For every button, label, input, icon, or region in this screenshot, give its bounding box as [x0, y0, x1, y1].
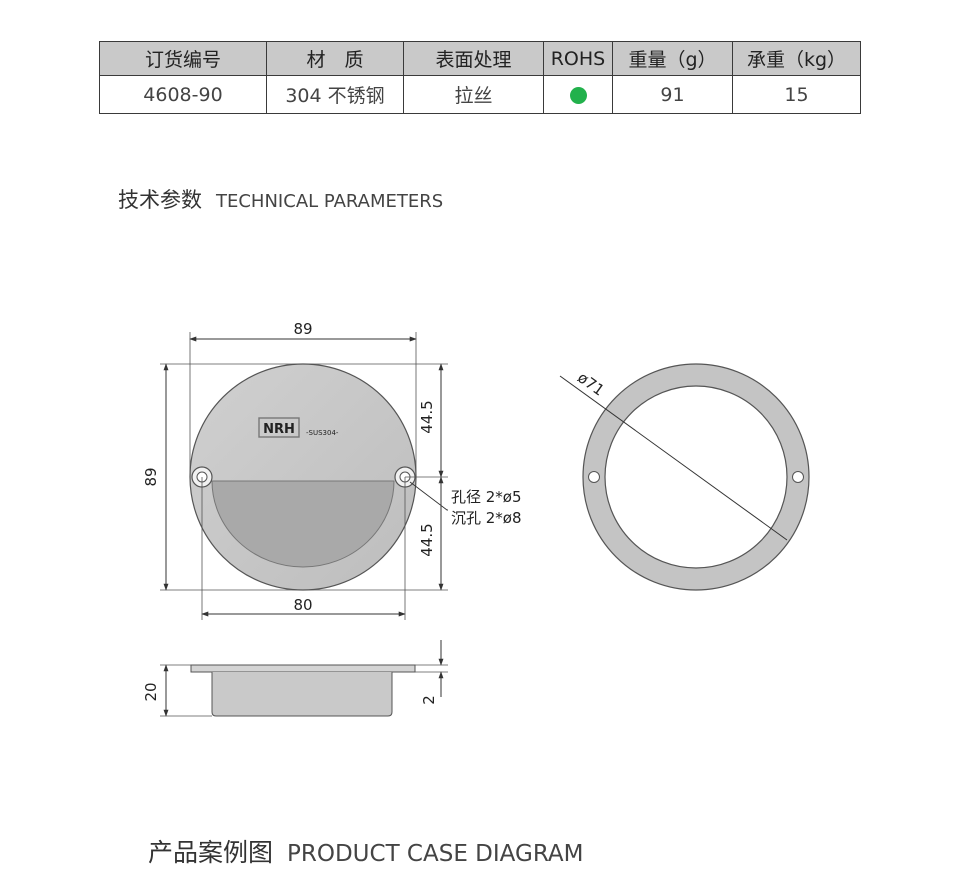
hole-leader-line: [409, 481, 448, 511]
header-load: 承重（kg）: [732, 41, 861, 76]
case-section-title: 产品案例图 PRODUCT CASE DIAGRAM: [148, 833, 583, 869]
ring-inner: [604, 385, 788, 569]
side-flange: [190, 664, 416, 673]
case-title-en: PRODUCT CASE DIAGRAM: [287, 841, 584, 867]
cell-load: 15: [732, 75, 861, 114]
spec-value-row: 4608-90 304 不锈钢 拉丝 91 15: [99, 75, 861, 114]
dimension-lines: [163, 336, 444, 617]
side-view: [190, 664, 416, 717]
rohs-status-dot: [569, 86, 587, 104]
ring-hole-left: [588, 471, 600, 483]
dim-half-top-label: 44.5: [418, 400, 436, 433]
cell-order-no: 4608-90: [99, 75, 267, 114]
back-view: ø71: [559, 363, 810, 591]
dim-half-bottom-label: 44.5: [418, 523, 436, 556]
logo-sub-text: -SUS304-: [306, 429, 339, 437]
technical-title-en: TECHNICAL PARAMETERS: [216, 191, 444, 212]
logo-text: NRH: [263, 422, 295, 437]
cell-material: 304 不锈钢: [266, 75, 404, 114]
technical-section-title: 技术参数 TECHNICAL PARAMETERS: [118, 184, 443, 214]
front-view: NRH -SUS304-: [189, 363, 417, 591]
spec-header-row: 订货编号 材 质 表面处理 ROHS 重量（g） 承重（kg）: [99, 41, 861, 76]
dim-height-label: 89: [142, 467, 160, 486]
dim-side-height-label: 20: [142, 682, 160, 701]
dim-flange-label: 2: [420, 695, 438, 705]
brand-logo: NRH -SUS304-: [258, 417, 339, 438]
cell-weight: 91: [612, 75, 733, 114]
hole-diameter-label: 孔径 2*ø5: [451, 488, 522, 506]
header-order-no: 订货编号: [99, 41, 267, 76]
cell-surface: 拉丝: [403, 75, 544, 114]
spec-table: 订货编号 材 质 表面处理 ROHS 重量（g） 承重（kg） 4608-90 …: [99, 41, 861, 114]
ring-hole-right: [792, 471, 804, 483]
side-cup: [211, 672, 393, 717]
header-weight: 重量（g）: [612, 41, 733, 76]
countersink-label: 沉孔 2*ø8: [451, 509, 522, 527]
dim-hole-span-label: 80: [293, 596, 312, 614]
ring-diameter-line: [559, 375, 788, 541]
finger-recess: [211, 480, 395, 568]
case-title-cn: 产品案例图: [148, 838, 274, 867]
technical-title-cn: 技术参数: [118, 188, 202, 212]
dim-width-label: 89: [293, 320, 312, 338]
ring-diameter-label: ø71: [574, 368, 607, 399]
